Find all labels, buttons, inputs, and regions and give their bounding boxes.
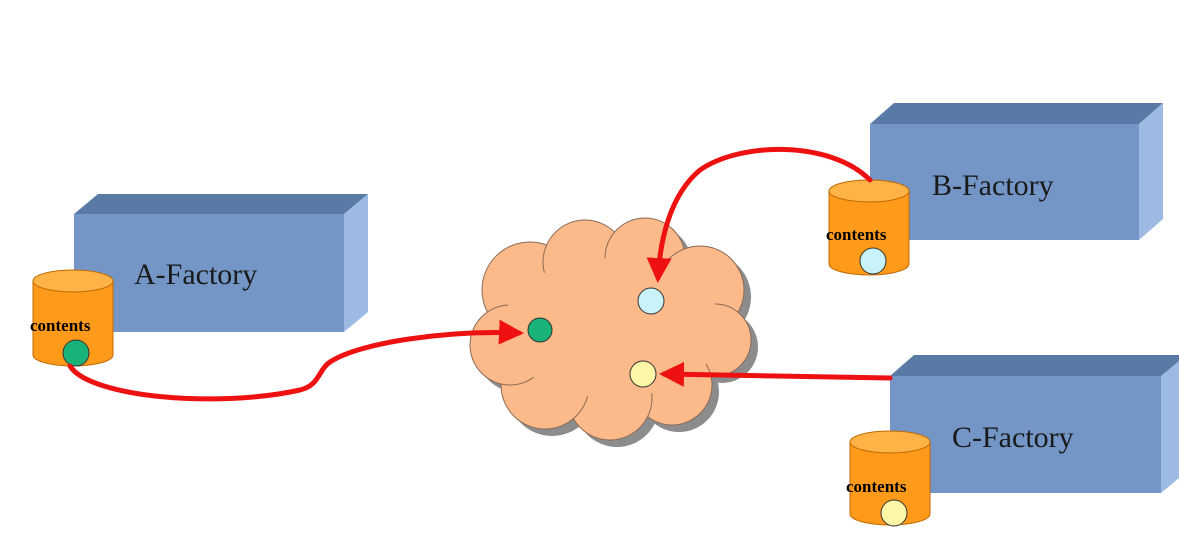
database-b-body <box>828 190 910 276</box>
database-a-top <box>32 269 114 293</box>
factory-a-front <box>74 214 344 332</box>
cloud-dot-a <box>527 317 553 343</box>
database-a-dot <box>62 339 90 367</box>
arrow-a-to-cloud <box>67 319 524 402</box>
factory-a-side <box>344 194 368 332</box>
arrow-b-to-cloud <box>646 147 873 283</box>
factory-b-label: B-Factory <box>932 169 1054 202</box>
cloud-dot-c <box>629 360 657 388</box>
factory-c-top <box>890 355 1179 376</box>
database-c-top <box>849 430 931 454</box>
database-a-label: contents <box>30 316 91 335</box>
database-a: contents <box>30 269 114 367</box>
database-c: contents <box>846 430 931 527</box>
database-b-top <box>828 179 910 203</box>
factory-c: C-Factory <box>890 355 1179 493</box>
database-b-label: contents <box>826 225 887 244</box>
factory-c-label: C-Factory <box>952 421 1074 454</box>
database-c-label: contents <box>846 477 907 496</box>
factory-a-label: A-Factory <box>134 258 257 291</box>
database-b: contents <box>826 179 910 276</box>
factory-b-front <box>870 124 1139 240</box>
factory-b: B-Factory <box>870 103 1163 240</box>
factory-a-top <box>74 194 368 214</box>
factory-b-top <box>870 103 1163 124</box>
factory-b-side <box>1139 103 1163 240</box>
database-c-dot <box>880 499 908 527</box>
database-b-dot <box>859 247 887 275</box>
factory-a: A-Factory <box>74 194 368 332</box>
cloud-dot-b <box>637 287 665 315</box>
factory-c-side <box>1161 361 1179 493</box>
factory-c-front <box>890 376 1161 493</box>
arrow-c-to-cloud <box>659 361 893 387</box>
